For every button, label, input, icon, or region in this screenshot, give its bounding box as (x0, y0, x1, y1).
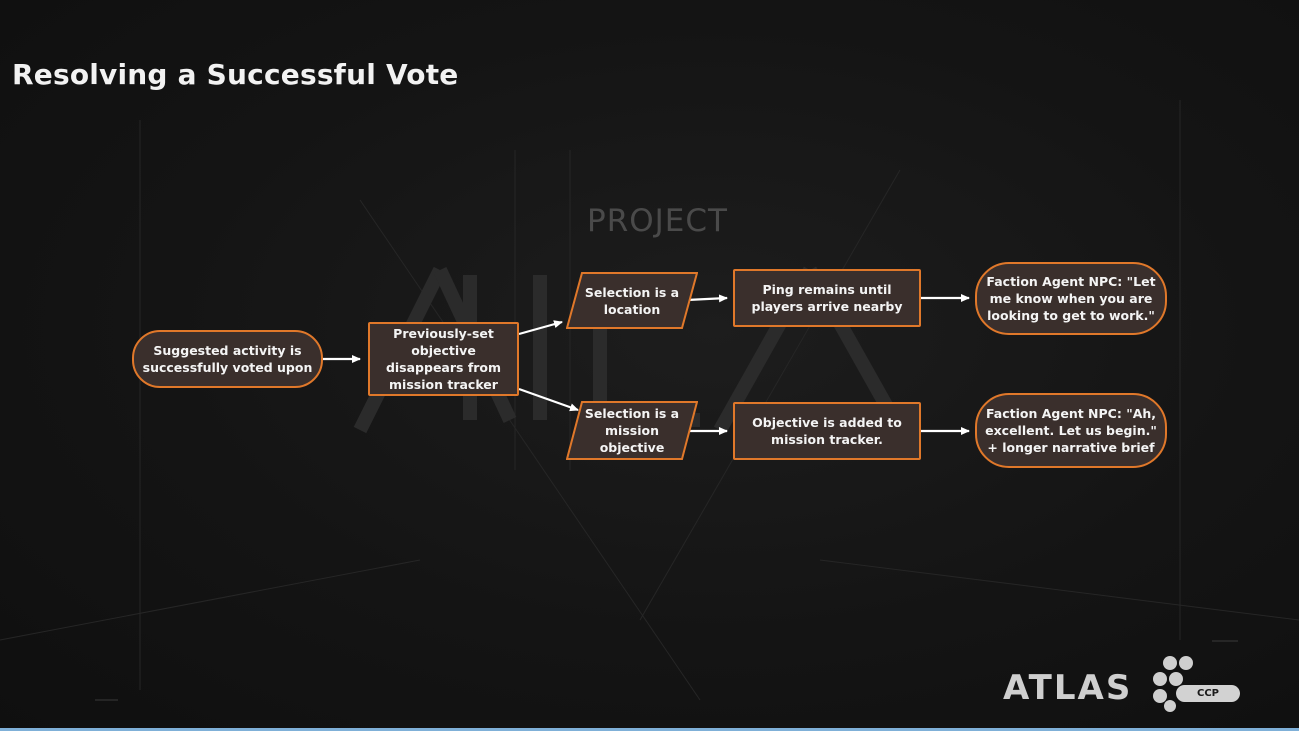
node-ping-remains-label: Ping remains until players arrive nearby (751, 282, 903, 314)
arrow-previous-to-location (518, 320, 563, 336)
node-previously-set-objective-label: Previously-set objective disappears from… (385, 326, 502, 392)
node-ping-remains: Ping remains until players arrive nearby (733, 269, 921, 327)
node-previously-set-objective: Previously-set objective disappears from… (368, 322, 519, 396)
node-selection-location-label: Selection is a location (584, 284, 680, 317)
parallelogram-shape (566, 272, 698, 329)
page-title: Resolving a Successful Vote (12, 58, 459, 91)
node-npc-location-response-label: Faction Agent NPC: "Let me know when you… (986, 274, 1156, 323)
arrow-previous-to-objective (518, 387, 579, 412)
node-selection-objective: Selection is a mission objective (566, 401, 698, 460)
node-suggested-activity: Suggested activity is successfully voted… (132, 330, 323, 388)
node-selection-location: Selection is a location (566, 272, 698, 329)
node-objective-added-label: Objective is added to mission tracker. (752, 415, 902, 447)
node-objective-added: Objective is added to mission tracker. (733, 402, 921, 460)
project-watermark: PROJECT (587, 203, 728, 239)
node-selection-objective-label: Selection is a mission objective (584, 406, 680, 455)
arrow-location-to-ping (686, 294, 728, 303)
node-npc-objective-response: Faction Agent NPC: "Ah, excellent. Let u… (975, 393, 1167, 468)
atlas-logo: ATLAS (1003, 668, 1133, 708)
ccp-logo-dots (1153, 656, 1193, 712)
ccp-logo-badge: CCP (1176, 685, 1240, 702)
node-suggested-activity-label: Suggested activity is successfully voted… (142, 343, 313, 375)
node-npc-objective-response-label: Faction Agent NPC: "Ah, excellent. Let u… (985, 406, 1157, 455)
node-npc-location-response: Faction Agent NPC: "Let me know when you… (975, 262, 1167, 335)
parallelogram-shape (566, 401, 698, 460)
bottom-accent-line (0, 728, 1299, 731)
